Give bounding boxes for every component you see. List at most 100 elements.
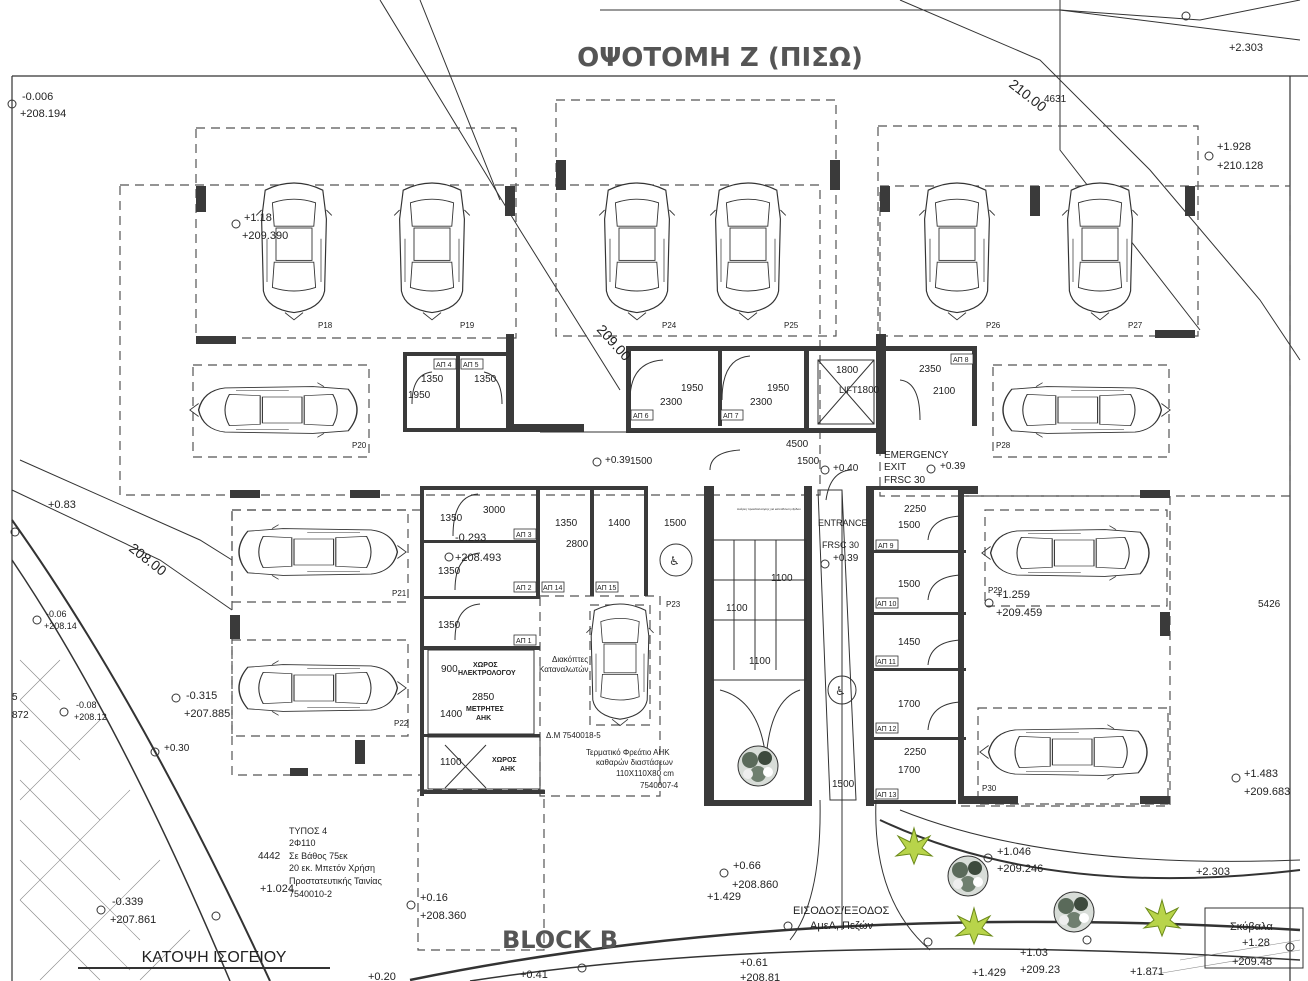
dimension-label: 1500 xyxy=(832,779,855,790)
level-label: -0.08 xyxy=(76,700,97,710)
elevation-title: ΟΨΟΤΟΜΗ Ζ (ΠΙΣΩ) xyxy=(577,43,863,73)
dimension-label: 1500 xyxy=(797,456,820,467)
storage-label: ΑΠ 4 xyxy=(436,362,452,369)
dimension-label: 1700 xyxy=(898,765,921,776)
level-label: +208.493 xyxy=(455,552,501,564)
level-label: +209.48 xyxy=(1232,956,1272,968)
dimension-label: 1700 xyxy=(898,699,921,710)
dimension-label: 1350 xyxy=(438,620,461,631)
note-label: Διακόπτες xyxy=(552,655,588,664)
parking-label: P22 xyxy=(394,719,409,728)
level-label: -0.06 xyxy=(46,609,67,619)
dimension-label: 1100 xyxy=(440,757,462,768)
level-label: +209.390 xyxy=(242,230,288,242)
dimension-label: 3000 xyxy=(483,505,506,516)
dimension-label: 1500 xyxy=(898,579,921,590)
plan-caption: ΚΑΤΟΨΗ ΙΣΟΓΕΙΟΥ xyxy=(142,949,287,966)
room-label: FRSC 30 xyxy=(822,540,859,550)
note-label: Δ.Μ 7540018-5 xyxy=(546,731,601,740)
level-label: +0.20 xyxy=(368,971,396,981)
level-label: +209.23 xyxy=(1020,964,1060,976)
storage-label: ΑΠ 2 xyxy=(516,585,532,592)
dimension-label: 1950 xyxy=(681,383,704,394)
dimension-label: 5426 xyxy=(1258,599,1281,610)
storage-label: ΑΠ 5 xyxy=(463,362,479,369)
room-label: ΗΛΕΚΤΡΟΛΟΓΟΥ xyxy=(458,670,516,677)
storage-label: ΑΠ 14 xyxy=(543,585,563,592)
room-label: FRSC 30 xyxy=(884,475,926,486)
parking-label: P21 xyxy=(392,589,407,598)
dimension-label: 1450 xyxy=(898,637,921,648)
parking-label: P30 xyxy=(982,784,997,793)
level-label: +1.928 xyxy=(1217,141,1251,153)
storage-label: ΑΠ 9 xyxy=(878,543,894,550)
level-label: +209.683 xyxy=(1244,786,1290,798)
storage-label: ΑΠ 7 xyxy=(723,413,739,420)
dimension-label: 1500 xyxy=(898,520,921,531)
storage-label: ΑΠ 11 xyxy=(877,659,896,666)
parking-label: P29 xyxy=(988,586,1003,595)
dimension-label: 2100 xyxy=(933,386,956,397)
dimension-label: 2350 xyxy=(919,364,942,375)
level-label: +1.18 xyxy=(244,212,272,224)
storage-label: ΑΠ 15 xyxy=(597,585,617,592)
level-label: 872 xyxy=(12,710,29,721)
level-label: -0.293 xyxy=(455,532,486,544)
note-label: 20 εκ. Μπετόν Χρήση xyxy=(289,863,375,873)
level-label: +1.28 xyxy=(1242,937,1270,949)
storage-label: ΑΠ 6 xyxy=(633,413,649,420)
note-label: 2Φ110 xyxy=(289,838,316,848)
note-label: Προστατευτικής Ταινίας xyxy=(289,876,382,886)
dimension-label: 1350 xyxy=(421,374,444,385)
level-label: +0.16 xyxy=(420,892,448,904)
note-label: 110Χ110Χ80 cm xyxy=(616,769,674,778)
level-label: +2.303 xyxy=(1229,42,1263,54)
storage-label: ΑΠ 10 xyxy=(877,601,897,608)
level-label: +208.12 xyxy=(74,712,107,722)
room-label: ΜΕΤΡΗΤΕΣ xyxy=(466,706,504,713)
level-label: +207.861 xyxy=(110,914,156,926)
storage-label: ΑΠ 13 xyxy=(877,792,897,799)
note-label: 7540010-2 xyxy=(289,889,332,899)
level-label: +209.459 xyxy=(996,607,1042,619)
level-label: 5 xyxy=(12,692,18,703)
svg-text:♿: ♿ xyxy=(835,684,846,698)
level-label: +0.39 xyxy=(940,461,966,472)
dimension-label: 900 xyxy=(441,664,458,675)
dimension-label: 1100 xyxy=(749,656,771,667)
level-label: +0.83 xyxy=(48,499,76,511)
dimension-label: 1400 xyxy=(608,518,631,529)
note-label: 7540007-4 xyxy=(640,781,679,790)
dimension-label: 1100 xyxy=(771,573,793,584)
svg-text:♿: ♿ xyxy=(669,554,680,568)
level-label: +208.360 xyxy=(420,910,466,922)
dimension-label: 1950 xyxy=(767,383,790,394)
entry-label: ΕΙΣΟΔΟΣ/ΕΞΟΔΟΣ xyxy=(793,905,890,917)
dimension-label: 1350 xyxy=(555,518,578,529)
level-label: +1.429 xyxy=(972,967,1006,979)
parking-label: P28 xyxy=(996,441,1011,450)
room-label: EMERGENCY xyxy=(884,450,949,461)
storage-label: ΑΠ 3 xyxy=(516,532,532,539)
level-label: +0.39 xyxy=(605,455,631,466)
level-label: +208.194 xyxy=(20,108,66,120)
room-label: ΑΗΚ xyxy=(500,766,515,773)
level-label: -0.315 xyxy=(186,690,217,702)
level-label: +1.483 xyxy=(1244,768,1278,780)
storage-label: ΑΠ 12 xyxy=(877,726,897,733)
dimension-label: 2850 xyxy=(472,692,495,703)
lift-label: LIFT xyxy=(839,385,858,395)
dimension-label: 4442 xyxy=(258,851,281,862)
level-label: +208.81 xyxy=(740,972,780,981)
level-label: +1.046 xyxy=(997,846,1031,858)
contour-label: 208.00 xyxy=(126,540,170,579)
note-label: Ανάγκη προειδοποίησης για κατεύθυνση εξό… xyxy=(737,507,801,511)
room-label: ΧΩΡΟΣ xyxy=(473,662,498,669)
room-label: ΧΩΡΟΣ xyxy=(492,757,517,764)
parking-label: P19 xyxy=(460,321,475,330)
dimension-label: 1800 xyxy=(836,365,859,376)
parking-label: P18 xyxy=(318,321,333,330)
level-label: +0.39 xyxy=(833,553,859,564)
contour-label: 4631 xyxy=(1044,94,1067,105)
